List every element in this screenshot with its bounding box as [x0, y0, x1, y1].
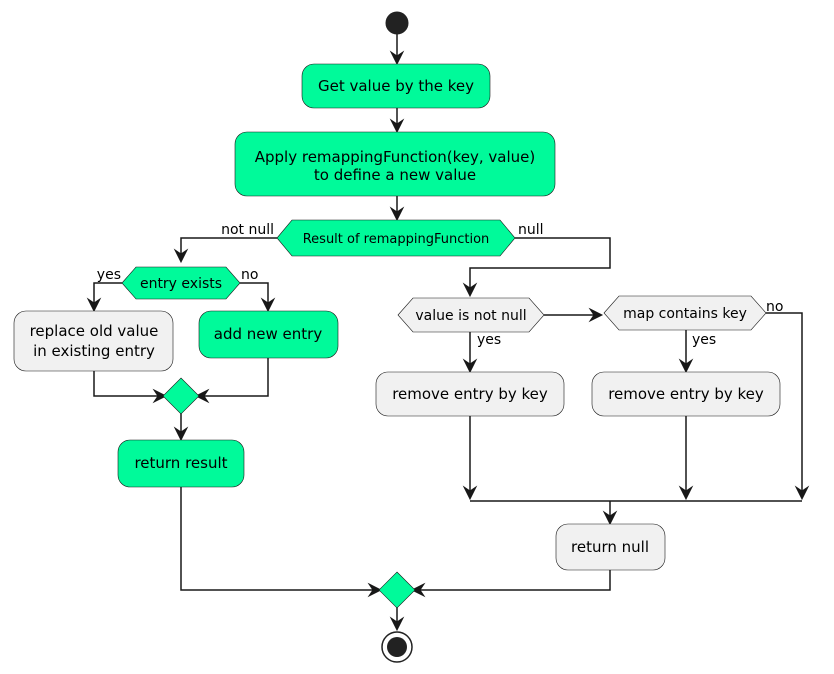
map-contains-key-decision-node: map contains key	[603, 295, 767, 331]
left-merge-node	[162, 377, 200, 415]
add-entry-label: add new entry	[214, 325, 323, 343]
edge-label-not-null: not null	[221, 222, 274, 238]
replace-value-label-line2: in existing entry	[33, 342, 155, 360]
value-not-null-label: value is not null	[415, 308, 526, 324]
edge-label-yes-value: yes	[477, 332, 501, 348]
start-node	[385, 11, 409, 35]
return-null-label: return null	[571, 538, 649, 556]
map-contains-key-label: map contains key	[623, 306, 747, 322]
remove-entry-label-1: remove entry by key	[392, 385, 548, 403]
remove-entry-node-1: remove entry by key	[375, 371, 565, 417]
entry-exists-decision-node: entry exists	[121, 266, 241, 300]
return-null-node: return null	[555, 523, 666, 571]
apply-function-label-line2: to define a new value	[314, 166, 476, 184]
entry-exists-label: entry exists	[140, 276, 222, 292]
return-result-label: return result	[134, 454, 227, 472]
replace-value-label-line1: replace old value	[30, 322, 159, 340]
stop-node	[381, 631, 413, 663]
edge-label-no-entry: no	[241, 267, 258, 283]
final-merge-node	[378, 571, 416, 609]
edge-label-yes-entry: yes	[97, 267, 121, 283]
edge-label-yes-map: yes	[692, 332, 716, 348]
arrowheads	[86, 50, 810, 632]
apply-function-node: Apply remappingFunction(key, value) to d…	[234, 131, 556, 197]
apply-function-label-line1: Apply remappingFunction(key, value)	[255, 148, 536, 166]
result-decision-label: Result of remappingFunction	[303, 232, 490, 247]
return-result-node: return result	[117, 439, 245, 488]
edge-label-null: null	[518, 222, 544, 238]
value-not-null-decision-node: value is not null	[397, 297, 545, 333]
get-value-node: Get value by the key	[301, 63, 491, 109]
get-value-label: Get value by the key	[318, 77, 474, 95]
connectors	[93, 33, 803, 627]
edge-label-no-map: no	[766, 299, 783, 315]
replace-value-node: replace old value in existing entry	[13, 310, 174, 372]
result-decision-node: Result of remappingFunction	[276, 219, 516, 257]
remove-entry-label-2: remove entry by key	[608, 385, 764, 403]
add-entry-node: add new entry	[198, 310, 339, 359]
remove-entry-node-2: remove entry by key	[591, 371, 781, 417]
